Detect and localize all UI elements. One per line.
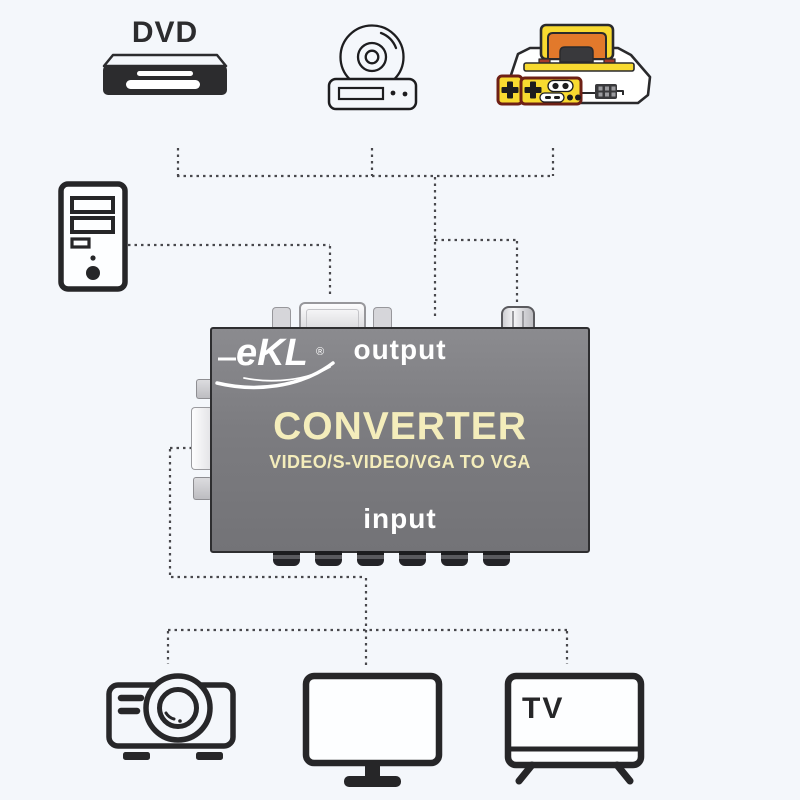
rca-jack [399,551,426,566]
rca-jack [357,551,384,566]
jack-rib [512,311,514,328]
pc-tower-icon [58,181,128,292]
rca-jack [441,551,468,566]
dvd-player-icon [102,53,228,95]
vga-screw-post [272,307,291,328]
registered-trademark: ® [316,346,325,358]
line-pc-to-vga [128,243,332,296]
input-label: input [363,503,437,534]
rca-jack [273,551,300,566]
round-jack-top [501,306,535,328]
rca-jack [315,551,342,566]
tv-icon: TV [504,672,645,785]
converter-subtitle: VIDEO/S-VIDEO/VGA TO VGA [269,452,531,472]
ekl-logo: eKL ® [212,334,346,396]
vga-port-top [299,302,366,328]
jack-rib [522,311,524,328]
converter-title: CONVERTER [273,405,527,448]
converter-box [210,327,590,553]
barrel-connector-side [193,477,212,500]
vga-screw-post [373,307,392,328]
ekl-logo-swoosh [215,357,335,390]
ekl-logo-text: eKL [236,332,308,374]
rca-jack [483,551,510,566]
line-display-bus [166,628,569,664]
projector-icon [106,673,236,760]
line-sources-bus [176,148,555,178]
vga-screw-post-side [196,379,212,399]
vga-port-side [191,407,212,470]
vga-port-inner [306,309,359,328]
dvd-label: DVD [131,16,199,49]
output-label: output [353,334,447,365]
disc-player-icon [327,24,418,111]
game-console-icon [496,23,652,106]
line-bus-to-round-jack [435,238,519,305]
tv-label: TV [522,692,564,725]
monitor-icon [302,672,443,787]
